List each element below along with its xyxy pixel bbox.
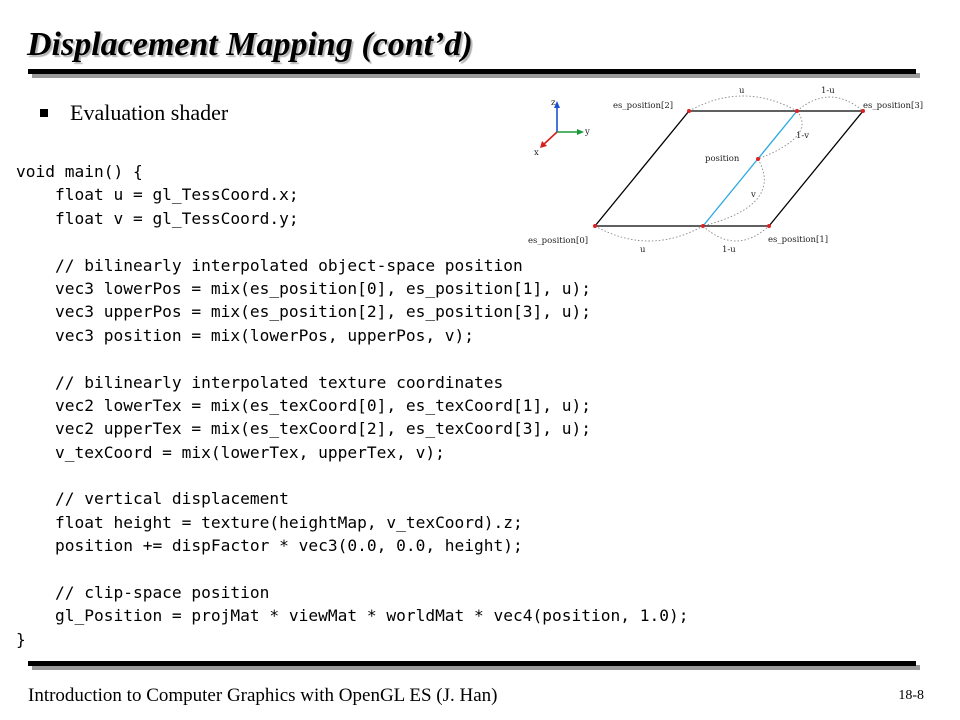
x-axis-line [542, 131, 558, 146]
label-p2: es_position[2] [613, 101, 673, 111]
code-line: float v = gl_TessCoord.y; [16, 208, 299, 228]
label-p3: es_position[3] [863, 101, 923, 111]
code-line [16, 347, 688, 370]
bullet-text: Evaluation shader [70, 100, 229, 125]
lower-pos-point [701, 224, 705, 228]
upper-pos-point [795, 109, 799, 113]
label-u-top: u [739, 86, 745, 96]
vertex-p1 [767, 224, 771, 228]
code-line: vec3 upperPos = mix(es_position[2], es_p… [16, 302, 591, 322]
y-axis-arrow-icon [577, 129, 584, 135]
slide-title: Displacement Mapping (cont’d) [27, 26, 473, 63]
label-one-minus-u-top: 1-u [821, 86, 835, 96]
code-line: // bilinearly interpolated texture coord… [16, 372, 504, 392]
code-line: vec2 lowerTex = mix(es_texCoord[0], es_t… [16, 395, 591, 415]
label-p0: es_position[0] [528, 236, 588, 246]
label-one-minus-u-bottom: 1-u [722, 245, 736, 255]
code-block: void main() { float u = gl_TessCoord.x; … [16, 160, 688, 651]
code-line: void main() { [16, 162, 143, 181]
distance-arcs [594, 95, 864, 242]
footer-rule [28, 661, 916, 666]
interpolation-line [702, 110, 798, 227]
title-rule [28, 69, 916, 74]
code-line: float u = gl_TessCoord.x; [16, 185, 299, 205]
x-axis-arrow-icon [540, 141, 547, 148]
code-line: // bilinearly interpolated object-space … [16, 255, 523, 275]
title-rule-shadow [32, 73, 920, 78]
axis-triad: z y x [534, 98, 590, 158]
z-axis-label: z [551, 98, 556, 108]
z-axis-arrow-icon [554, 101, 560, 108]
bullet-item: Evaluation shader [40, 100, 228, 126]
code-line: // clip-space position [16, 583, 270, 603]
code-line: vec2 upperTex = mix(es_texCoord[2], es_t… [16, 419, 591, 439]
code-line: gl_Position = projMat * viewMat * worldM… [16, 606, 689, 626]
code-line: } [16, 629, 26, 649]
label-one-minus-v: 1-v [796, 131, 809, 141]
vertex-p2 [687, 109, 691, 113]
square-bullet-icon [40, 108, 48, 117]
code-line [16, 230, 688, 253]
code-line [16, 558, 688, 581]
y-axis-label: y [584, 127, 590, 137]
x-axis-label: x [534, 148, 539, 158]
vertex-p0 [593, 224, 597, 228]
label-u-bottom: u [640, 245, 646, 255]
arc-top-one-minus-u [796, 96, 864, 112]
vertex-p3 [861, 109, 865, 113]
code-line: float height = texture(heightMap, v_texC… [16, 512, 523, 532]
arc-bottom-one-minus-u [702, 225, 770, 242]
label-v: v [750, 190, 756, 200]
arc-bottom-u [594, 225, 704, 242]
code-line [16, 464, 688, 487]
code-line: vec3 position = mix(lowerPos, upperPos, … [16, 325, 475, 345]
code-line: // vertical displacement [16, 489, 289, 509]
code-line: vec3 lowerPos = mix(es_position[0], es_p… [16, 278, 591, 298]
position-point [756, 157, 760, 161]
label-position: position [705, 154, 740, 164]
footer-rule-shadow [32, 665, 920, 670]
label-p1: es_position[1] [768, 235, 828, 245]
arc-top-u [688, 95, 798, 112]
bilinear-interpolation-diagram: z y x es_position[2] es_position[3] es_p… [528, 86, 923, 255]
footer-text: Introduction to Computer Graphics with O… [28, 685, 498, 706]
code-line: v_texCoord = mix(lowerTex, upperTex, v); [16, 442, 445, 462]
code-line: position += dispFactor * vec3(0.0, 0.0, … [16, 536, 523, 556]
arc-v [702, 158, 765, 227]
page-number: 18-8 [898, 688, 924, 703]
